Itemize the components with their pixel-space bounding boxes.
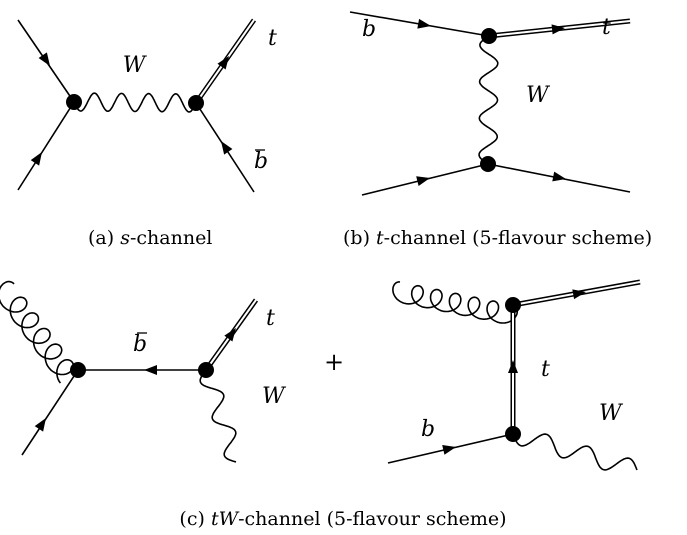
b-label: b bbox=[362, 17, 376, 42]
caption-c: (c) tW-channel (5-flavour scheme) bbox=[179, 508, 506, 530]
w-label: W bbox=[123, 53, 148, 78]
arrow-icon bbox=[572, 289, 586, 300]
incoming-antiquark-line bbox=[17, 101, 75, 191]
arrow-icon bbox=[417, 18, 431, 29]
plus-sign: + bbox=[324, 348, 344, 376]
top-label: t bbox=[266, 306, 275, 331]
gluon-line bbox=[392, 281, 519, 324]
arrow-icon bbox=[416, 176, 430, 186]
diagram-t-channel: b t W (b) t-channel (5-flavour scheme) bbox=[343, 11, 652, 249]
arrow-icon bbox=[217, 56, 229, 70]
vertex bbox=[505, 426, 521, 442]
arrow-icon bbox=[221, 141, 233, 155]
vertex bbox=[505, 297, 521, 313]
w-boson-propagator bbox=[478, 35, 499, 165]
arrow-icon bbox=[508, 360, 518, 373]
arrow-icon bbox=[34, 418, 46, 432]
w-boson-line bbox=[199, 369, 237, 463]
arrow-icon bbox=[551, 24, 565, 35]
w-boson-line bbox=[512, 433, 638, 471]
top-label: t bbox=[268, 26, 277, 51]
caption-b: (b) t-channel (5-flavour scheme) bbox=[343, 227, 652, 249]
gluon-line bbox=[0, 280, 75, 384]
arrow-icon bbox=[144, 365, 157, 375]
diagram-tw-right: t b W bbox=[387, 279, 641, 471]
arrow-icon bbox=[442, 445, 456, 455]
vertex bbox=[481, 28, 497, 44]
vertex bbox=[198, 362, 214, 378]
arrow-icon bbox=[38, 52, 50, 66]
antibottom-label: b bbox=[133, 332, 147, 357]
w-boson-propagator bbox=[73, 92, 197, 113]
vertex bbox=[480, 156, 496, 172]
outgoing-antiquark-line bbox=[21, 369, 79, 456]
vertex bbox=[66, 94, 82, 110]
w-label: W bbox=[526, 83, 551, 108]
top-label: t bbox=[602, 15, 611, 40]
vertex bbox=[70, 362, 86, 378]
w-label: W bbox=[599, 401, 624, 426]
arrow-icon bbox=[30, 152, 42, 166]
antibottom-label: b bbox=[254, 149, 268, 174]
arrow-icon bbox=[552, 171, 566, 182]
diagram-tw-left: b t W bbox=[0, 280, 287, 463]
vertex bbox=[188, 95, 204, 111]
caption-a: (a) s-channel bbox=[88, 227, 212, 249]
diagram-s-channel: W t b (a) s-channel bbox=[17, 18, 277, 249]
w-label: W bbox=[262, 384, 287, 409]
b-label: b bbox=[421, 417, 435, 442]
arrow-icon bbox=[224, 328, 236, 342]
top-label: t bbox=[541, 357, 550, 382]
